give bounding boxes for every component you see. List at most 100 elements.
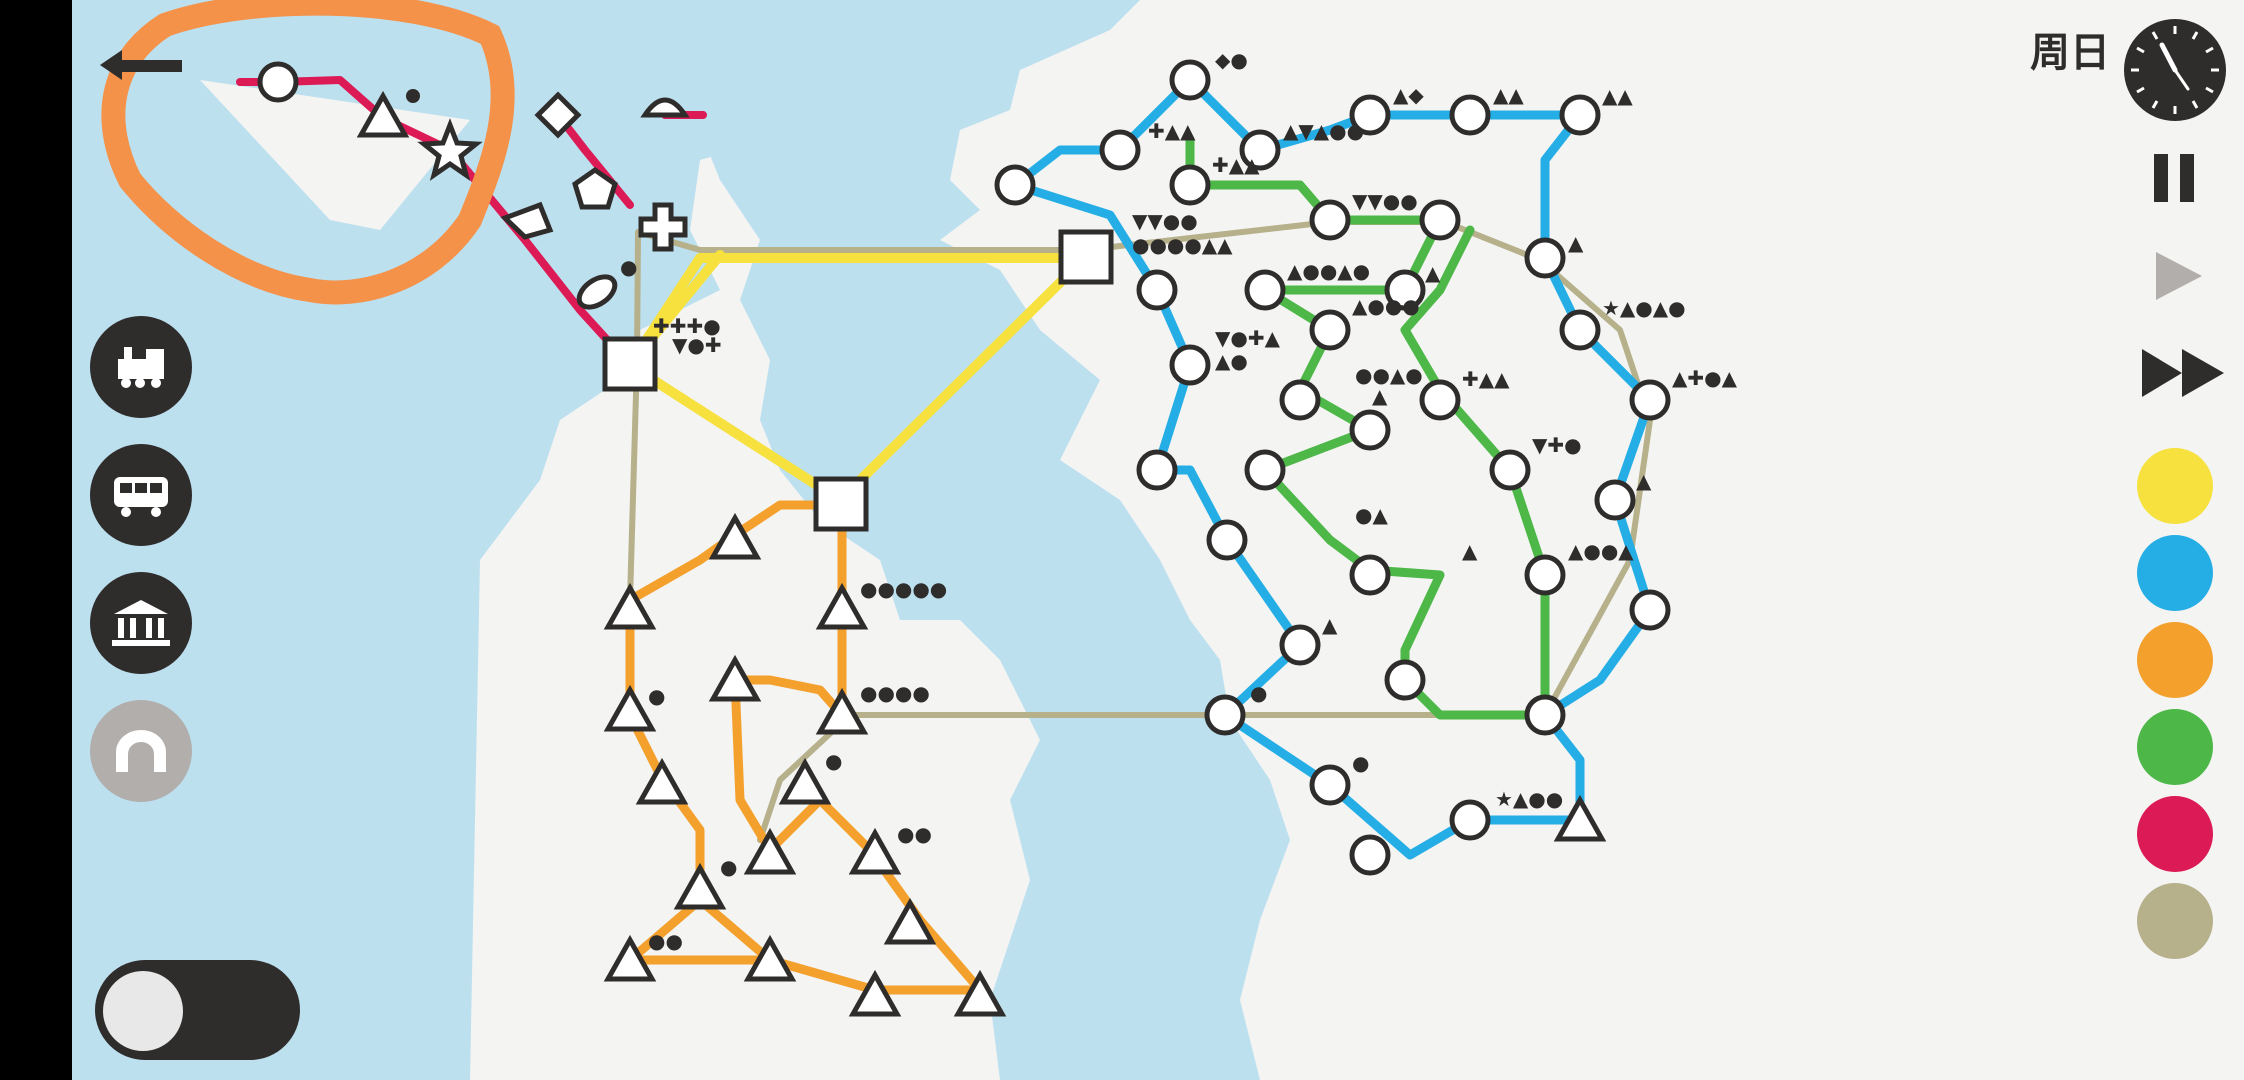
- station-circle: [1349, 94, 1391, 136]
- screen-edge: [0, 0, 72, 1080]
- svg-text:●: ●: [825, 749, 842, 773]
- station-circle: [1594, 479, 1636, 521]
- station-circle: [257, 61, 299, 103]
- station-square: [1058, 229, 1114, 285]
- line-color-green[interactable]: [2137, 709, 2213, 785]
- blue-line[interactable]: [1010, 75, 1655, 860]
- station-circle: [1204, 694, 1246, 736]
- station-circle: [1309, 764, 1351, 806]
- svg-text:▲●●▲●: ▲●●▲●: [1287, 259, 1370, 283]
- svg-text:●●: ●●: [648, 929, 683, 953]
- station-triangle: [953, 969, 1007, 1017]
- play-button[interactable]: [2150, 248, 2206, 304]
- station-circle: [994, 164, 1036, 206]
- special-stations[interactable]: [417, 91, 690, 313]
- station-star: [417, 118, 483, 181]
- station-triangle: [848, 827, 902, 875]
- interchange-stations[interactable]: [602, 229, 1114, 532]
- svg-text:✚▲▲: ✚▲▲: [1212, 153, 1260, 177]
- svg-text:▼▼●●: ▼▼●●: [1352, 189, 1418, 213]
- pause-button[interactable]: [2150, 150, 2200, 206]
- station-triangle: [778, 757, 832, 805]
- station-wedge: [500, 201, 554, 240]
- line-color-crimson[interactable]: [2137, 796, 2213, 872]
- svg-text:●●: ●●: [897, 822, 932, 846]
- station-circle: [1349, 554, 1391, 596]
- station-triangle: [603, 684, 657, 732]
- station-circle: [1384, 269, 1426, 311]
- stations[interactable]: [257, 59, 1671, 876]
- station-circle: [1559, 309, 1601, 351]
- station-circle: [1169, 59, 1211, 101]
- station-diamond: [534, 91, 582, 139]
- station-circle: [1524, 554, 1566, 596]
- station-triangle: [848, 969, 902, 1017]
- svg-text:●▲: ●▲: [1355, 503, 1388, 527]
- station-triangle: [603, 582, 657, 630]
- svg-text:▲: ▲: [1568, 231, 1584, 255]
- triangle-stations[interactable]: [356, 90, 1607, 1017]
- station-circle: [1309, 309, 1351, 351]
- pause-icon: [2154, 154, 2194, 202]
- orange-line[interactable]: [625, 500, 985, 995]
- toggle-knob: [103, 971, 183, 1051]
- station-circle: [1169, 164, 1211, 206]
- station-circle: [1419, 199, 1461, 241]
- station-circle: [1206, 519, 1248, 561]
- station-circle: [1349, 834, 1391, 876]
- svg-text:▲: ▲: [1462, 539, 1478, 563]
- station-circle: [1244, 269, 1286, 311]
- station-circle: [1279, 379, 1321, 421]
- station-circle: [1524, 237, 1566, 279]
- carriage-tool[interactable]: [90, 444, 192, 546]
- svg-text:▲: ▲: [1425, 261, 1441, 285]
- svg-text:●●●●▲▲: ●●●●▲▲: [1132, 233, 1233, 257]
- station-triangle: [815, 582, 869, 630]
- svg-text:▼●✚: ▼●✚: [672, 333, 722, 357]
- svg-text:●: ●: [1352, 751, 1369, 775]
- station-triangle: [356, 90, 410, 138]
- svg-text:▲●: ▲●: [1215, 349, 1248, 373]
- station-triangle: [635, 757, 689, 805]
- station-circle: [1559, 94, 1601, 136]
- svg-text:✚▲▲: ✚▲▲: [1462, 367, 1510, 391]
- locomotive-tool[interactable]: [90, 316, 192, 418]
- svg-text:▼●✚▲: ▼●✚▲: [1215, 326, 1281, 350]
- tunnel-tool[interactable]: [90, 700, 192, 802]
- station-circle: [1169, 344, 1211, 386]
- station-triangle: [1553, 794, 1607, 842]
- line-color-orange[interactable]: [2137, 622, 2213, 698]
- svg-text:▲▼▲●●: ▲▼▲●●: [1283, 119, 1364, 143]
- svg-text:★▲●▲●: ★▲●▲●: [1602, 296, 1686, 320]
- svg-text:●: ●: [620, 255, 637, 279]
- station-pentagon: [572, 166, 618, 210]
- station-triangle: [708, 512, 762, 560]
- carriage-icon: [114, 477, 168, 517]
- fast-forward-button[interactable]: [2140, 345, 2226, 401]
- station-triangle: [708, 654, 762, 702]
- svg-text:▲: ▲: [1636, 469, 1652, 493]
- svg-text:▲◆: ▲◆: [1393, 83, 1424, 107]
- station-circle: [1099, 129, 1141, 171]
- line-color-olive[interactable]: [2137, 883, 2213, 959]
- svg-text:◆●: ◆●: [1215, 48, 1248, 72]
- station-circle: [1524, 694, 1566, 736]
- station-circle: [1309, 199, 1351, 241]
- tunnel-icon: [116, 730, 166, 772]
- svg-text:●: ●: [648, 684, 665, 708]
- line-color-blue[interactable]: [2137, 535, 2213, 611]
- svg-text:▲: ▲: [1372, 384, 1388, 408]
- svg-text:▼✚●: ▼✚●: [1532, 433, 1582, 457]
- station-square: [602, 336, 658, 392]
- interchange-tool[interactable]: [90, 572, 192, 674]
- station-triangle: [743, 827, 797, 875]
- line-color-yellow[interactable]: [2137, 448, 2213, 524]
- toggle-switch[interactable]: [95, 960, 300, 1060]
- back-arrow-icon[interactable]: [100, 50, 182, 80]
- station-triangle: [815, 687, 869, 735]
- station-circle: [1279, 624, 1321, 666]
- passengers: ◆● ✚▲▲ ✚▲▲ ▲▼▲●● ▲◆ ▲▲ ▲▲ ▼▼●● ▲ ▼▼●● ●●…: [406, 48, 1738, 953]
- svg-text:▲✚●▲: ▲✚●▲: [1672, 366, 1738, 390]
- station-triangle: [883, 897, 937, 945]
